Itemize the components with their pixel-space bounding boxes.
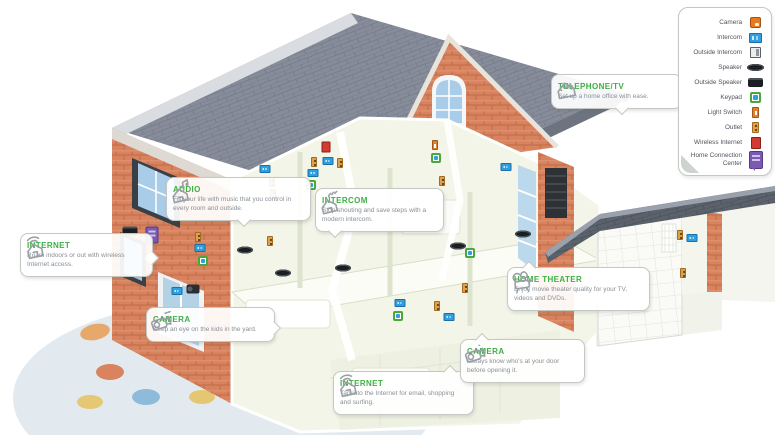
speaker-icon [237,246,253,254]
callout-title: AUDIO [173,185,201,194]
camera-icon [750,17,761,28]
camera-mount-icon [186,284,200,294]
outlet-icon [680,268,686,278]
wireless-internet-icon [750,136,761,149]
legend-label: Light Switch [707,108,742,116]
legend-label: Camera [719,18,742,26]
outlet-icon [337,158,343,168]
intercom-icon [686,234,698,242]
outlet-icon [195,232,201,242]
callout-title: INTERNET [340,379,384,388]
intercom-icon [394,299,406,307]
legend-row: Camera [685,15,764,30]
speaker-icon [275,269,291,277]
light-switch-icon [432,140,438,150]
callout-body: Stop shouting and save steps with a mode… [322,207,427,223]
callout-internet-indoor: INTERNET Tap into the Internet for email… [333,371,474,415]
wireless-icon [321,141,331,153]
callout-intercom: INTERCOM Stop shouting and save steps wi… [315,188,444,232]
legend-row: Intercom [685,30,764,45]
speaker-icon [335,264,351,272]
intercom-icon [307,169,319,177]
legend-row: Outlet [685,120,764,135]
keypad-icon [198,256,208,266]
legend-label: Outlet [724,123,742,131]
legend-row: Outside Intercom [685,45,764,60]
keypad-icon [750,92,761,103]
home-connection-center-icon [748,151,763,171]
house-phone-icon [557,82,577,100]
callout-camera-door: CAMERA Always know who's at your door be… [460,339,585,383]
callout-body: Roam indoors or out with wireless Intern… [27,252,125,268]
callout-body: Always know who's at your door before op… [467,358,560,374]
legend-row: Speaker [685,60,764,75]
intercom-icon [443,313,455,321]
callout-title: CAMERA [153,315,191,324]
outlet-icon [311,157,317,167]
intercom-icon [322,157,334,165]
house-wifi-icon [26,236,44,260]
callout-body: Keep an eye on the kids in the yard. [153,326,257,333]
legend-label: Speaker [718,63,742,71]
callout-title: HOME THEATER [514,275,583,284]
callout-body: Tap into the Internet for email, shoppin… [340,390,455,406]
callout-internet-outdoor: INTERNET Roam indoors or out with wirele… [20,233,153,277]
legend: Camera Intercom Outside Intercom Speaker… [678,7,772,176]
outside-speaker-icon [122,226,138,236]
legend-label: Outside Speaker [694,78,742,86]
outlet-icon [439,176,445,186]
intercom-icon [259,165,271,173]
callout-home-theater: HOME THEATER Enjoy movie theater quality… [507,267,650,311]
callout-title: INTERCOM [322,196,368,205]
intercom-icon [171,287,183,295]
intercom-icon [749,32,762,43]
house-music-icon [172,179,189,204]
legend-label: Keypad [720,93,742,101]
legend-row: Home Connection Center [685,150,764,171]
callout-title: INTERNET [27,241,71,250]
intercom-icon [500,163,512,171]
legend-row: Outside Speaker [685,75,764,90]
legend-label: Wireless Internet [694,138,742,146]
speaker-icon [515,230,531,238]
outlet-icon [267,236,273,246]
legend-row: Keypad [685,90,764,105]
keypad-icon [465,248,475,258]
house-sound-icon [321,190,339,215]
legend-row: Light Switch [685,105,764,120]
keypad-icon [393,311,403,321]
light-switch-icon [752,107,759,118]
callout-audio: AUDIO Fill your life with music that you… [166,177,311,221]
camera-icon [150,310,172,331]
outside-speaker-icon [748,78,763,87]
outlet-icon [434,301,440,311]
callout-telephone-tv: TELEPHONE/TV Set up a home office with e… [551,74,682,109]
callout-body: Fill your life with music that you contr… [173,196,292,212]
callout-body: Enjoy movie theater quality for your TV,… [514,286,628,302]
callout-title: TELEPHONE/TV [558,82,625,91]
speaker-icon [747,64,764,71]
legend-label: Intercom [717,33,742,41]
outlet-icon [677,230,683,240]
legend-label: Outside Intercom [693,48,742,56]
intercom-icon [194,244,206,252]
legend-label: Home Connection Center [690,152,742,167]
speaker-icon [450,242,466,250]
outside-intercom-icon [750,47,761,58]
house-wifi-icon [339,374,357,398]
keypad-icon [431,153,441,163]
camera-icon [464,342,486,363]
callout-camera-yard: CAMERA Keep an eye on the kids in the ya… [146,307,275,342]
projector-icon [512,271,534,294]
outlet-icon [752,122,759,133]
callout-body: Set up a home office with ease. [558,93,649,100]
callout-title: CAMERA [467,347,505,356]
outlet-icon [462,283,468,293]
legend-row: Wireless Internet [685,135,764,150]
